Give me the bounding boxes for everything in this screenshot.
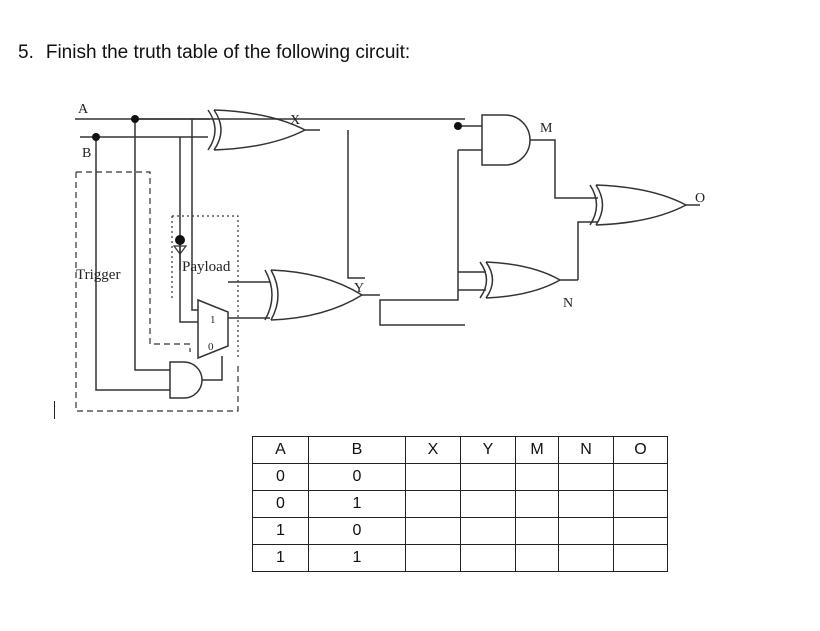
cell-m[interactable] (515, 544, 559, 572)
label-mux-1: 1 (210, 314, 216, 326)
label-payload: Payload (182, 259, 231, 275)
label-m: M (540, 121, 553, 136)
wire-a-down (134, 119, 170, 371)
cell-n[interactable] (558, 544, 614, 572)
cell-x[interactable] (405, 463, 461, 491)
text-cursor (54, 401, 55, 419)
cell-m[interactable] (515, 517, 559, 545)
cell-o[interactable] (613, 463, 668, 491)
wire-m-out (530, 139, 598, 199)
cell-a: 0 (252, 463, 309, 491)
cell-x[interactable] (405, 544, 461, 572)
junction-b (92, 133, 100, 141)
xor-gate-o (589, 184, 688, 226)
cell-y[interactable] (460, 463, 516, 491)
label-y: Y (354, 281, 364, 296)
cell-m[interactable] (515, 463, 559, 491)
table-row: 0 1 (252, 490, 668, 518)
xor-gate-n (479, 261, 562, 299)
header-a: A (252, 436, 309, 464)
question-number: 5. (18, 42, 34, 63)
cell-n[interactable] (558, 463, 614, 491)
cell-b: 1 (308, 544, 406, 572)
label-a: A (78, 102, 89, 117)
header-n: N (558, 436, 614, 464)
table-row: 1 1 (252, 544, 668, 572)
wire-b-payload (191, 119, 198, 311)
trigger-box-outer (75, 172, 239, 412)
mux (197, 298, 229, 360)
junction-m (454, 122, 462, 130)
wire-b-down (95, 137, 170, 391)
cell-b: 0 (308, 463, 406, 491)
payload-box (171, 215, 239, 360)
label-n: N (563, 296, 573, 311)
cell-y[interactable] (460, 544, 516, 572)
table-row: 1 0 (252, 517, 668, 545)
wire-x-to-y (347, 130, 365, 279)
table-row: 0 0 (252, 463, 668, 491)
header-b: B (308, 436, 406, 464)
cell-y[interactable] (460, 517, 516, 545)
header-o: O (613, 436, 668, 464)
and-gate-m (481, 114, 531, 166)
header-y: Y (460, 436, 516, 464)
cell-a: 0 (252, 490, 309, 518)
header-x: X (405, 436, 461, 464)
cell-o[interactable] (613, 517, 668, 545)
label-x: X (290, 113, 300, 128)
wire-to-m-low (379, 150, 465, 326)
trigger-box (76, 171, 191, 352)
wire-n-to-o (577, 221, 598, 280)
label-trigger: Trigger (76, 267, 120, 283)
cell-o[interactable] (613, 544, 668, 572)
cell-y[interactable] (460, 490, 516, 518)
junction-a (131, 115, 139, 123)
label-o: O (695, 191, 705, 206)
label-mux-0: 0 (208, 341, 214, 353)
and-gate-trigger (169, 361, 203, 399)
truth-table-header-row: A B X Y M N O (252, 436, 668, 464)
cell-m[interactable] (515, 490, 559, 518)
wire-a-payload (179, 137, 198, 323)
cell-a: 1 (252, 517, 309, 545)
cell-x[interactable] (405, 517, 461, 545)
truth-table: A B X Y M N O 0 0 0 1 1 0 1 1 (252, 436, 668, 572)
question-text: Finish the truth table of the following … (45, 42, 411, 63)
cell-o[interactable] (613, 490, 668, 518)
wire-and-out (202, 356, 223, 381)
payload-arrow-icon (172, 245, 188, 255)
cell-x[interactable] (405, 490, 461, 518)
question: 5. Finish the truth table of the followin… (18, 42, 410, 64)
cell-a: 1 (252, 544, 309, 572)
header-m: M (515, 436, 559, 464)
junction-payload (175, 235, 185, 245)
cell-b: 1 (308, 490, 406, 518)
label-b: B (82, 146, 91, 161)
cell-n[interactable] (558, 517, 614, 545)
cell-b: 0 (308, 517, 406, 545)
cell-n[interactable] (558, 490, 614, 518)
